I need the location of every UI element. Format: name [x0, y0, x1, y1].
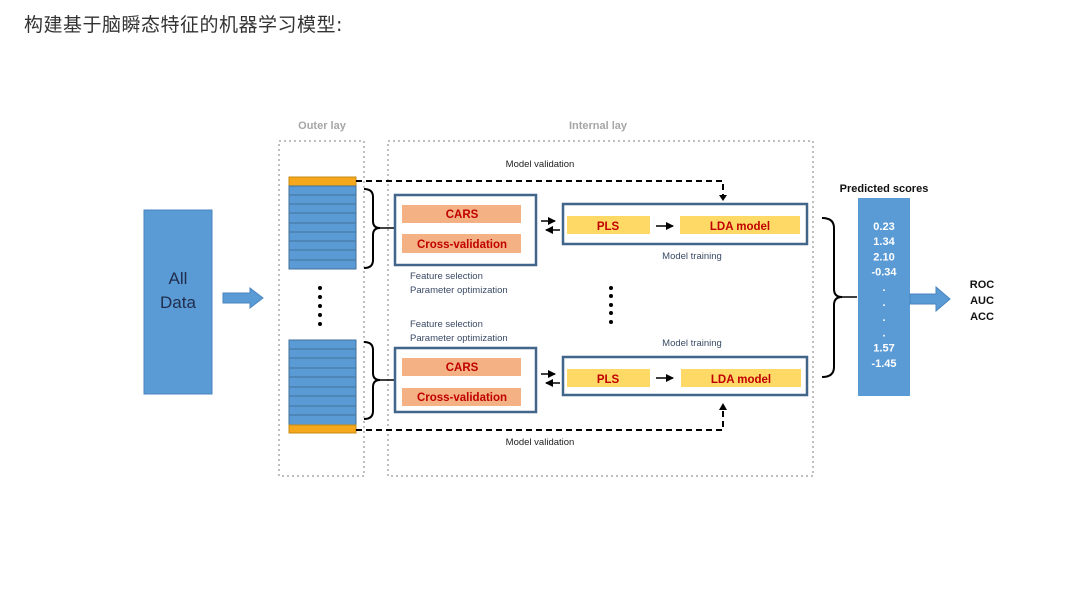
predicted-score-value: 2.10: [873, 251, 894, 263]
metric-auc: AUC: [970, 295, 994, 307]
predicted-score-value: -1.45: [871, 358, 896, 370]
feature-selection-label-bottom: Feature selection: [410, 319, 483, 330]
parameter-optimization-label-bottom: Parameter optimization: [410, 333, 508, 344]
outer-lay-label: Outer lay: [298, 120, 347, 132]
cars-step-top: [402, 205, 521, 223]
model-training-label-bottom: Model training: [662, 338, 722, 349]
validation-arrowhead-top-icon: [719, 195, 727, 201]
data-flow-arrow-icon: [222, 286, 264, 310]
cross-validation-step-top: [402, 234, 521, 253]
top-fold-stack: [288, 176, 357, 270]
ellipsis-outer-icon: [318, 286, 322, 326]
bottom-fold-stack: [288, 339, 357, 434]
training-folds-bottom: [288, 339, 357, 426]
predicted-scores-title: Predicted scores: [840, 183, 929, 195]
ellipsis-internal-icon: [609, 286, 613, 324]
training-folds-top: [288, 185, 357, 270]
pls-label-top: PLS: [597, 221, 620, 233]
predicted-score-value: 1.34: [873, 236, 895, 248]
validation-fold-bottom: [288, 424, 357, 434]
lda-model-label-bottom: LDA model: [711, 374, 771, 386]
predicted-score-value: 1.57: [873, 343, 894, 355]
predicted-score-value: -0.34: [871, 267, 897, 279]
predicted-score-value: 0.23: [873, 221, 894, 233]
pls-label-bottom: PLS: [597, 374, 620, 386]
model-training-label-top: Model training: [662, 251, 722, 262]
brace-top-icon: [363, 188, 381, 269]
parameter-optimization-label-top: Parameter optimization: [410, 285, 508, 296]
lda-model-step-bottom: [681, 369, 801, 387]
validation-fold-top: [288, 176, 357, 187]
feature-selection-label-top: Feature selection: [410, 271, 483, 282]
validation-path-top: [356, 180, 724, 197]
model-validation-bottom-label: Model validation: [506, 437, 575, 448]
evaluation-metrics: ROC AUC ACC: [970, 279, 995, 323]
metric-roc: ROC: [970, 279, 995, 291]
brace-scores-icon: [821, 217, 843, 378]
cross-validation-label-bottom: Cross-validation: [417, 392, 507, 404]
pls-step-top: [567, 216, 650, 234]
predicted-scores-column: [858, 198, 910, 396]
score-ellipsis-dot: .: [882, 312, 885, 324]
internal-lay-label: Internal lay: [569, 120, 628, 132]
all-data-label-1: All: [169, 269, 188, 288]
model-validation-top-label: Model validation: [506, 159, 575, 170]
cross-validation-label-top: Cross-validation: [417, 239, 507, 251]
lda-model-label-top: LDA model: [710, 221, 770, 233]
output-arrow-icon: [909, 285, 951, 313]
metric-acc: ACC: [970, 311, 994, 323]
all-data-label-2: Data: [160, 293, 196, 312]
cars-label-bottom: CARS: [446, 362, 479, 374]
validation-arrowhead-bottom-icon: [719, 403, 727, 410]
score-ellipsis-dot: .: [882, 327, 885, 339]
validation-path-bottom: [356, 410, 724, 431]
brace-bottom-icon: [363, 341, 381, 420]
cross-validation-step-bottom: [402, 388, 521, 406]
lda-model-step-top: [680, 216, 800, 234]
internal-lay-frame: [387, 140, 814, 477]
cars-step-bottom: [402, 358, 521, 376]
cars-label-top: CARS: [446, 209, 479, 221]
score-ellipsis-dot: .: [882, 282, 885, 294]
pls-step-bottom: [567, 369, 650, 387]
score-ellipsis-dot: .: [882, 297, 885, 309]
predicted-score-values: 0.23 1.34 2.10 -0.34.... 1.57 -1.45: [871, 221, 897, 370]
page-heading: 构建基于脑瞬态特征的机器学习模型:: [24, 14, 343, 36]
all-data-block: [143, 209, 213, 395]
